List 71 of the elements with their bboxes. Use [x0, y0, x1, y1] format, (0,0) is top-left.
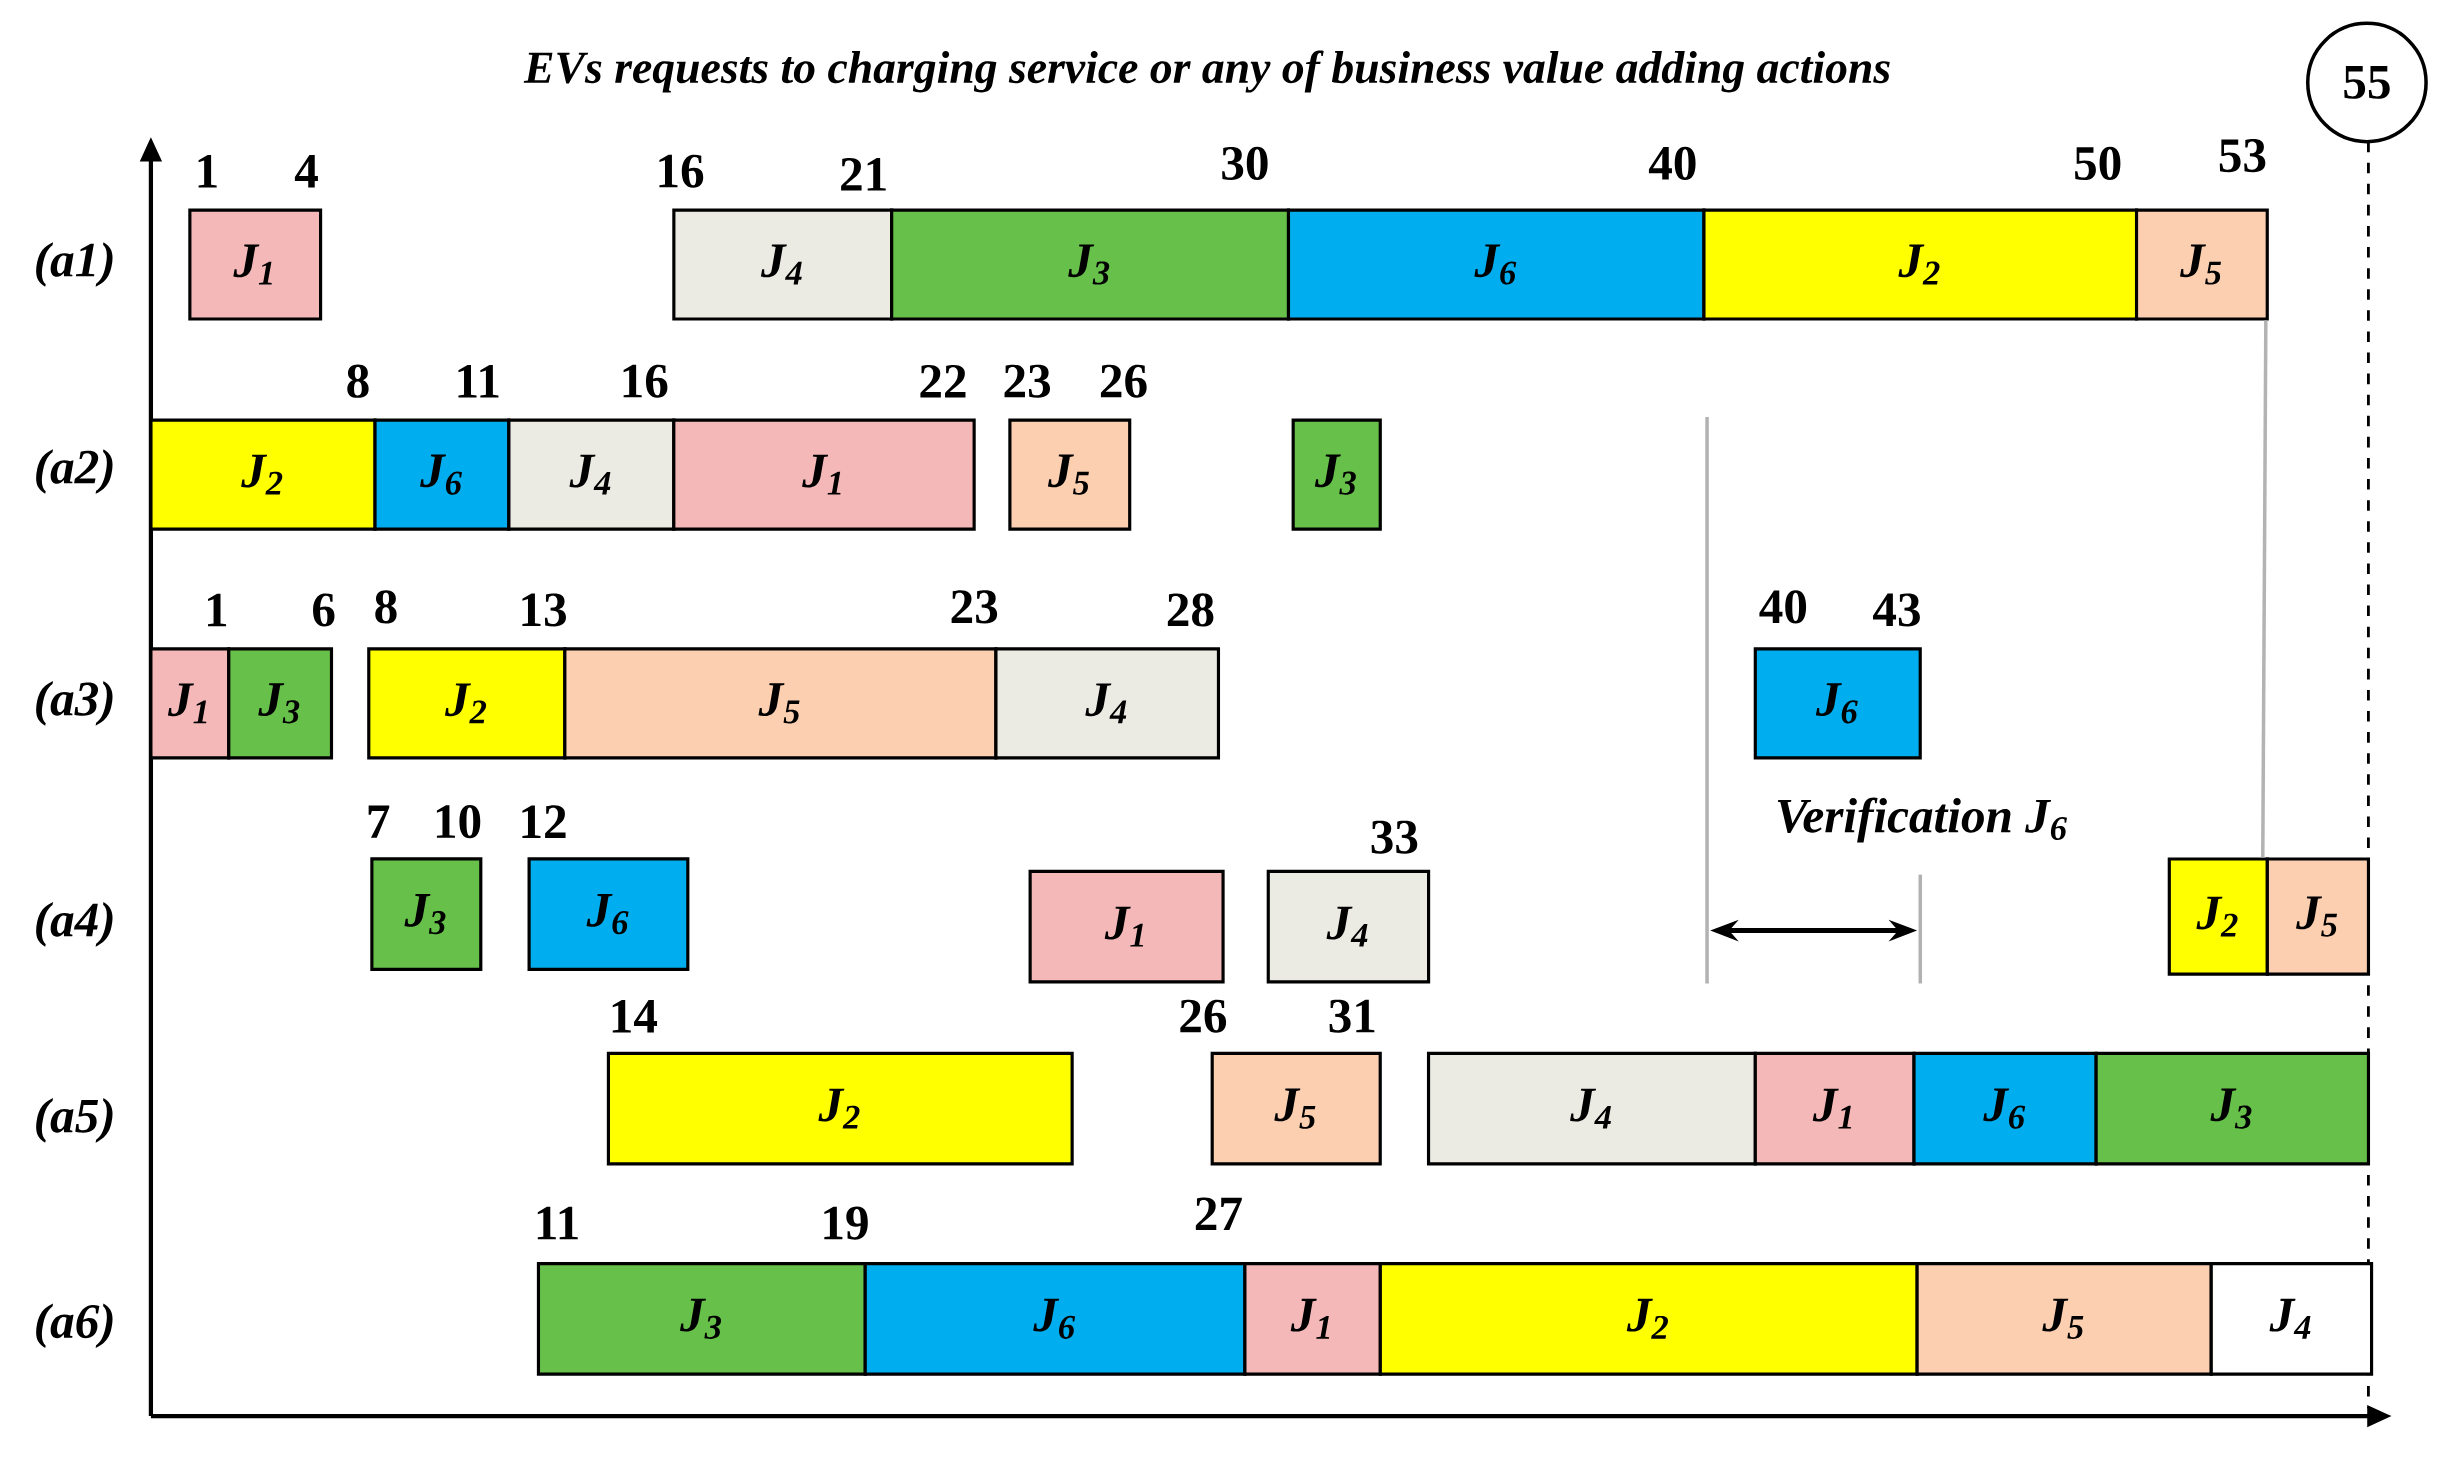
- job-box: J$_{1}$: [1028, 869, 1225, 984]
- job-box: J$_{4}$: [994, 647, 1221, 760]
- job-box: J$_{2}$: [2167, 857, 2269, 976]
- time-value: 14: [612, 999, 658, 1033]
- job-box: J$_{3}$: [2094, 1051, 2371, 1166]
- connector-line: [2261, 320, 2268, 858]
- time-value: 10: [436, 804, 481, 839]
- job-box: J$_{3}$: [890, 208, 1291, 321]
- row-label: (a6): [36, 1303, 113, 1348]
- job-box: J$_{5}$: [563, 647, 998, 760]
- time-value: 23: [951, 590, 998, 624]
- job-box: J$_{6}$: [1753, 647, 1922, 760]
- time-value: 27: [1195, 1197, 1242, 1230]
- job-box: J$_{3}$: [1291, 418, 1382, 531]
- job-box: J$_{6}$: [373, 418, 511, 531]
- job-box: J$_{5}$: [2134, 208, 2269, 321]
- job-box: J$_{3}$: [227, 647, 334, 760]
- job-box: J$_{1}$: [149, 647, 231, 760]
- time-value: 22: [920, 364, 966, 398]
- time-value: 8: [375, 590, 397, 624]
- job-box: J$_{4}$: [2209, 1261, 2374, 1376]
- job-box: J$_{4}$: [672, 208, 894, 321]
- time-value: 13: [522, 593, 566, 627]
- job-box: J$_{4}$: [507, 418, 676, 531]
- time-value: 8: [347, 364, 369, 398]
- time-value: 28: [1167, 593, 1214, 627]
- row-label: (a5): [36, 1097, 113, 1143]
- job-box: J$_{6}$: [1286, 208, 1706, 321]
- job-box: J$_{1}$: [1753, 1051, 1916, 1166]
- title: EVs requests to charging service or any of business value adding actions: [523, 50, 1890, 93]
- row-label: (a1): [36, 241, 113, 287]
- job-box: J$_{1}$: [1243, 1261, 1382, 1376]
- job-box: J$_{1}$: [188, 208, 323, 321]
- time-value: 11: [537, 1206, 578, 1240]
- time-value: 6: [313, 593, 335, 627]
- job-box: J$_{5}$: [1915, 1261, 2213, 1376]
- time-value: 21: [841, 157, 886, 191]
- time-value: 23: [1004, 364, 1051, 398]
- time-value: 16: [623, 364, 668, 398]
- row-label: (a4): [36, 901, 113, 947]
- job-box: J$_{2}$: [1378, 1261, 1919, 1376]
- job-box: J$_{2}$: [1702, 208, 2139, 321]
- row-label: (a3): [36, 680, 113, 726]
- job-box: J$_{6}$: [527, 857, 690, 971]
- time-value: 7: [368, 805, 390, 838]
- time-value: 30: [1222, 146, 1268, 180]
- time-value: 40: [1648, 146, 1696, 180]
- job-box: J$_{3}$: [536, 1261, 867, 1376]
- job-box: J$_{5}$: [1210, 1051, 1382, 1166]
- time-value: 26: [1180, 999, 1227, 1033]
- job-box: J$_{2}$: [367, 647, 567, 760]
- job-box: J$_{6}$: [863, 1261, 1247, 1376]
- time-value: 53: [2219, 138, 2266, 172]
- job-box: J$_{4}$: [1266, 869, 1431, 984]
- time-value: 12: [522, 805, 566, 838]
- job-box: J$_{4}$: [1426, 1051, 1757, 1166]
- job-box: J$_{1}$: [672, 418, 976, 531]
- job-box: J$_{5}$: [2265, 857, 2371, 976]
- time-value: 1: [208, 593, 227, 626]
- time-value: 19: [824, 1206, 868, 1240]
- job-box: J$_{5}$: [1008, 418, 1132, 531]
- time-value: 31: [1329, 999, 1375, 1033]
- job-box: J$_{6}$: [1912, 1051, 2098, 1166]
- job-box: J$_{3}$: [370, 857, 483, 971]
- time-value: 50: [2075, 146, 2121, 180]
- job-box: J$_{2}$: [606, 1051, 1074, 1166]
- time-value: 16: [659, 154, 704, 188]
- time-value: 26: [1100, 364, 1147, 398]
- time-value: 11: [458, 364, 499, 398]
- annotation: Verification J$_{6}$: [1777, 797, 2067, 843]
- job-box: J$_{2}$: [149, 418, 377, 531]
